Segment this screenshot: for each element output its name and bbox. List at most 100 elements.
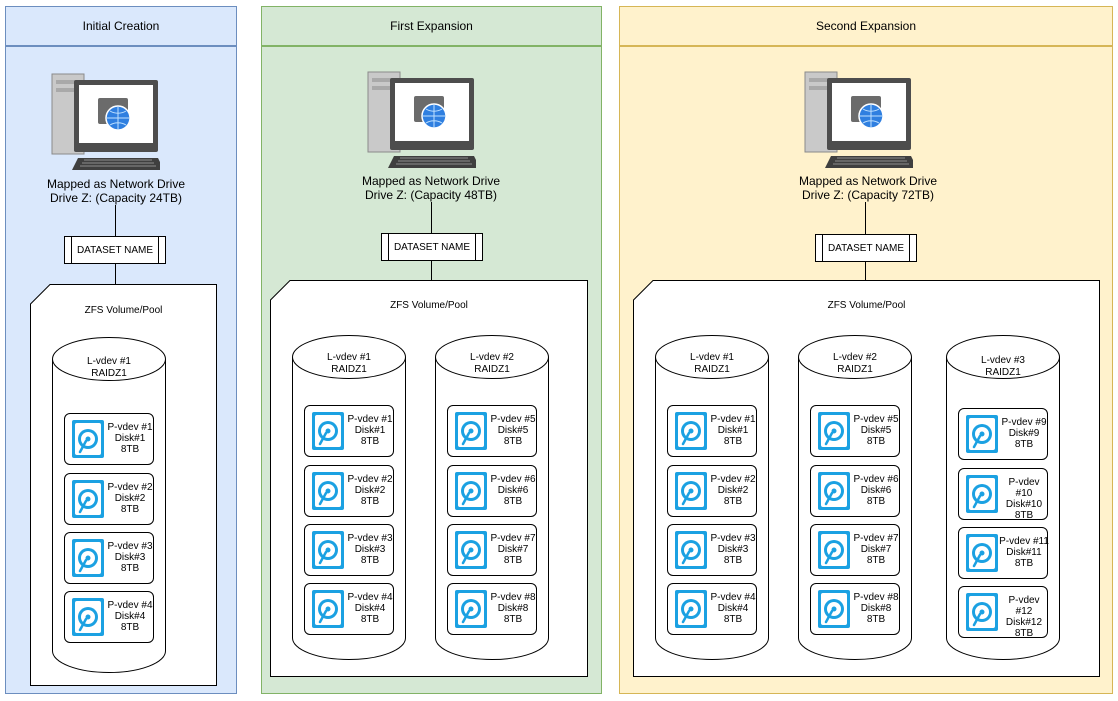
pvdev-card: P-vdev #4 Disk#4 8TB — [667, 583, 757, 635]
pvdev-text: P-vdev #2 Disk#2 8TB — [345, 474, 395, 507]
pvdev-size: 8TB — [723, 436, 743, 447]
pvdev-size: 8TB — [120, 563, 140, 574]
pvdev-size: 8TB — [866, 436, 886, 447]
pvdev-size: 8TB — [723, 496, 743, 507]
pvdev-text: P-vdev #8 Disk#8 8TB — [488, 592, 538, 625]
hard-disk-icon — [312, 472, 344, 510]
dataset-label: DATASET NAME — [827, 242, 905, 254]
pvdev-card: P-vdev #1 Disk#1 8TB — [667, 405, 757, 457]
hard-disk-icon — [675, 590, 707, 628]
hard-disk-icon — [72, 420, 104, 458]
pvdev-text: P-vdev #7 Disk#7 8TB — [488, 533, 538, 566]
lvdev-title: L-vdev #3 RAIDZ1 — [946, 355, 1060, 379]
pvdev-size: 8TB — [1014, 510, 1034, 521]
pvdev-card: P-vdev #8 Disk#8 8TB — [810, 583, 900, 635]
lvdev-name: L-vdev #1 — [327, 352, 371, 363]
hard-disk-icon — [455, 590, 487, 628]
connector-line — [865, 202, 866, 234]
pvdev-text: P-vdev #11 Disk#11 8TB — [999, 536, 1049, 569]
hard-disk-icon — [818, 472, 850, 510]
pvdev-name: P-vdev #12 — [1008, 595, 1040, 617]
hard-disk-icon — [312, 590, 344, 628]
pvdev-disk: Disk#1 — [717, 425, 749, 436]
pvdev-name: P-vdev #5 — [853, 414, 899, 425]
pvdev-disk: Disk#9 — [1008, 428, 1040, 439]
hard-disk-icon — [455, 412, 487, 450]
hard-disk-icon — [966, 415, 998, 453]
zfs-pool: ZFS Volume/Pool L-vdev #1 RAIDZ1 P-vdev … — [270, 280, 588, 677]
hard-disk-icon — [675, 531, 707, 569]
lvdev-raid: RAIDZ1 — [837, 364, 873, 375]
dataset-name-box: DATASET NAME — [64, 236, 166, 264]
pvdev-disk: Disk#7 — [497, 544, 529, 555]
drive-label-line-1: Mapped as Network Drive — [46, 177, 186, 191]
lvdev-name: L-vdev #3 — [981, 355, 1025, 366]
pvdev-size: 8TB — [723, 614, 743, 625]
pvdev-text: P-vdev #5 Disk#5 8TB — [488, 414, 538, 447]
pvdev-size: 8TB — [120, 504, 140, 515]
hard-disk-icon — [966, 593, 998, 631]
pvdev-card: P-vdev #5 Disk#5 8TB — [810, 405, 900, 457]
pvdev-size: 8TB — [360, 496, 380, 507]
lvdev-raid: RAIDZ1 — [91, 368, 127, 379]
pvdev-disk: Disk#2 — [717, 485, 749, 496]
pvdev-card: P-vdev #11 Disk#11 8TB — [958, 527, 1049, 579]
pvdev-disk: Disk#1 — [354, 425, 386, 436]
pvdev-name: P-vdev #8 — [853, 592, 899, 603]
pvdev-size: 8TB — [503, 614, 523, 625]
pvdev-disk: Disk#11 — [1006, 547, 1042, 558]
pvdev-size: 8TB — [723, 555, 743, 566]
hard-disk-icon — [818, 590, 850, 628]
lvdev-3: L-vdev #3 RAIDZ1 P-vdev #9 Disk#9 8TB P-… — [946, 335, 1060, 660]
pvdev-size: 8TB — [1014, 628, 1034, 639]
pvdev-card: P-vdev #3 Disk#3 8TB — [667, 524, 757, 576]
network-drive-label: Mapped as Network Drive Drive Z: (Capaci… — [331, 174, 531, 202]
hard-disk-icon — [455, 472, 487, 510]
pvdev-name: P-vdev #2 — [347, 474, 393, 485]
pvdev-size: 8TB — [1014, 558, 1034, 569]
pvdev-text: P-vdev #8 Disk#8 8TB — [851, 592, 901, 625]
drive-label-line-1: Mapped as Network Drive — [798, 174, 938, 188]
pvdev-size: 8TB — [866, 496, 886, 507]
drive-label-line-1: Mapped as Network Drive — [361, 174, 501, 188]
pvdev-card: P-vdev #7 Disk#7 8TB — [810, 524, 900, 576]
lane-header-first-expansion: First Expansion — [261, 6, 602, 46]
pvdev-disk: Disk#8 — [860, 603, 892, 614]
pvdev-text: P-vdev #10 Disk#10 8TB — [999, 477, 1049, 521]
lvdev-title: L-vdev #1 RAIDZ1 — [292, 352, 406, 376]
pvdev-name: P-vdev #9 — [1001, 417, 1047, 428]
pvdev-name: P-vdev #8 — [490, 592, 536, 603]
dataset-name-box: DATASET NAME — [815, 234, 917, 262]
zfs-pool: ZFS Volume/Pool L-vdev #1 RAIDZ1 P-vdev … — [30, 284, 217, 686]
pvdev-text: P-vdev #1 Disk#1 8TB — [345, 414, 395, 447]
pvdev-size: 8TB — [503, 436, 523, 447]
dataset-label: DATASET NAME — [76, 244, 154, 256]
lvdev-name: L-vdev #2 — [833, 352, 877, 363]
hard-disk-icon — [72, 480, 104, 518]
hard-disk-icon — [675, 412, 707, 450]
pvdev-card: P-vdev #2 Disk#2 8TB — [64, 473, 154, 525]
lane-title: First Expansion — [390, 19, 473, 33]
pvdev-text: P-vdev #5 Disk#5 8TB — [851, 414, 901, 447]
pvdev-size: 8TB — [120, 622, 140, 633]
pvdev-name: P-vdev #7 — [490, 533, 536, 544]
pvdev-disk: Disk#6 — [860, 485, 892, 496]
pvdev-name: P-vdev #5 — [490, 414, 536, 425]
pvdev-name: P-vdev #6 — [490, 474, 536, 485]
hard-disk-icon — [818, 412, 850, 450]
pvdev-card: P-vdev #3 Disk#3 8TB — [64, 532, 154, 584]
pvdev-disk: Disk#5 — [860, 425, 892, 436]
pvdev-name: P-vdev #2 — [710, 474, 756, 485]
network-drive-label: Mapped as Network Drive Drive Z: (Capaci… — [16, 177, 216, 205]
pvdev-text: P-vdev #1 Disk#1 8TB — [105, 422, 155, 455]
pvdev-card: P-vdev #1 Disk#1 8TB — [304, 405, 394, 457]
pvdev-disk: Disk#5 — [497, 425, 529, 436]
lvdev-title: L-vdev #1 RAIDZ1 — [52, 356, 166, 380]
lane-title: Initial Creation — [82, 19, 160, 33]
pvdev-disk: Disk#6 — [497, 485, 529, 496]
pvdev-disk: Disk#4 — [354, 603, 386, 614]
pvdev-name: P-vdev #10 — [1008, 477, 1040, 499]
pool-label: ZFS Volume/Pool — [84, 305, 163, 316]
pvdev-text: P-vdev #4 Disk#4 8TB — [345, 592, 395, 625]
connector-line — [431, 202, 432, 233]
